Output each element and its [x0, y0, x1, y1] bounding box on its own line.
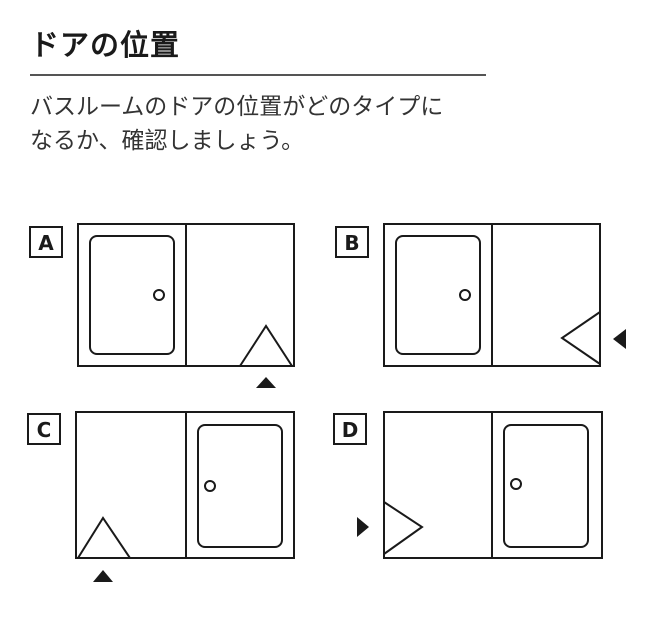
option-b-door-swing — [560, 311, 601, 365]
option-c-door-arrow-icon — [93, 570, 113, 582]
option-d-door-arrow-icon — [357, 517, 369, 537]
option-a[interactable]: A — [29, 223, 295, 388]
option-b-drain-icon — [459, 289, 471, 301]
option-a-drain-icon — [153, 289, 165, 301]
description-line-1: バスルームのドアの位置がどのタイプに — [30, 94, 444, 120]
option-a-door-swing — [239, 324, 293, 367]
page-title: ドアの位置 — [30, 28, 181, 62]
option-a-label: A — [38, 231, 54, 255]
option-b-label-box — [335, 226, 369, 258]
option-c-label-box — [27, 413, 61, 445]
option-d-bathtub — [503, 424, 589, 548]
option-b-label: B — [344, 231, 359, 255]
option-a-bathtub — [89, 235, 175, 355]
option-c-drain-icon — [204, 480, 216, 492]
option-c-bathtub — [197, 424, 283, 548]
description-line-2: なるか、確認しましょう。 — [30, 128, 305, 154]
option-d-drain-icon — [510, 478, 522, 490]
description: バスルームのドアの位置がどのタイプに なるか、確認しましょう。 — [30, 90, 500, 158]
option-b-bathtub — [395, 235, 481, 355]
option-b[interactable]: B — [335, 223, 626, 367]
option-d-door-swing — [383, 501, 424, 555]
option-a-door-arrow-icon — [256, 377, 276, 388]
option-c[interactable]: C — [27, 411, 295, 582]
option-d-label-box — [333, 413, 367, 445]
option-c-label: C — [37, 418, 52, 442]
option-c-door-swing — [77, 516, 131, 559]
option-a-label-box — [29, 226, 63, 258]
title-underline — [30, 74, 486, 76]
option-d[interactable]: D — [333, 411, 603, 559]
option-b-door-arrow-icon — [613, 329, 626, 349]
option-d-label: D — [342, 418, 359, 442]
